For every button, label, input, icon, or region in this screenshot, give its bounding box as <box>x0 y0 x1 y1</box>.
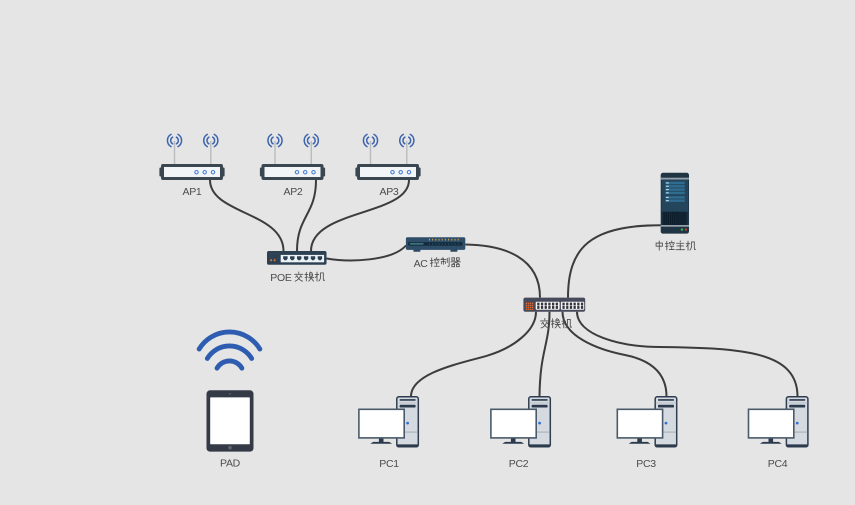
svg-text:AP2: AP2 <box>284 186 303 198</box>
svg-text:AP1: AP1 <box>183 186 202 198</box>
svg-text:PAD: PAD <box>220 458 241 470</box>
svg-text:PC4: PC4 <box>768 458 788 470</box>
svg-text:PC2: PC2 <box>509 458 529 470</box>
svg-text:POE: POE <box>270 272 292 284</box>
svg-text:PC3: PC3 <box>636 458 656 470</box>
svg-text:PC1: PC1 <box>379 458 399 470</box>
svg-text:AP3: AP3 <box>380 186 399 198</box>
svg-text:AC: AC <box>414 258 429 270</box>
